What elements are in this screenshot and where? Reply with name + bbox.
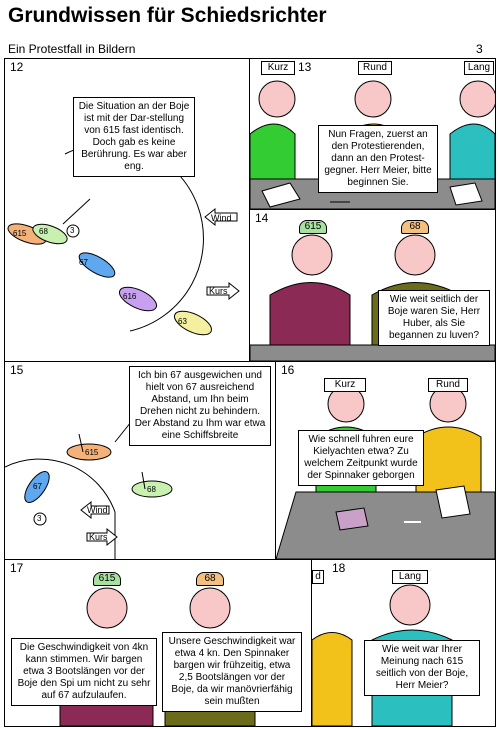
panel-12: 12 615 68 67 616 63 3 Wind Kurs Die Situ… bbox=[4, 58, 250, 362]
speech-bubble-right: Unsere Geschwindigkeit war etwa 4 kn. De… bbox=[162, 632, 302, 712]
mark-buoy bbox=[33, 512, 47, 526]
boat-label: 68 bbox=[147, 485, 156, 494]
speech-bubble: Wie weit seitlich der Boje waren Sie, He… bbox=[378, 290, 490, 346]
course-label: Kurs bbox=[209, 286, 228, 296]
boat-68 bbox=[131, 471, 173, 498]
speech-bubble: Nun Fragen, zuerst an den Protestierende… bbox=[318, 125, 438, 193]
judge-hat-partial: d bbox=[312, 570, 324, 584]
boat-63 bbox=[173, 310, 213, 336]
panel-number: 17 bbox=[10, 561, 24, 575]
boat-circle-arc bbox=[5, 458, 116, 559]
paper bbox=[261, 182, 301, 208]
mark-label: 3 bbox=[70, 226, 75, 235]
judge-hat-kurz: Kurz bbox=[324, 378, 366, 392]
table bbox=[250, 344, 495, 361]
panel-14: 14 615 68 Wie weit seitlich der Boje war… bbox=[249, 209, 496, 362]
sailor-68-face bbox=[189, 587, 231, 629]
boat-615 bbox=[66, 433, 112, 461]
course-label: Kurs bbox=[89, 532, 108, 542]
wind-label: Wind bbox=[211, 213, 232, 223]
boat-label: 63 bbox=[178, 317, 187, 326]
page-subtitle: Ein Protestfall in Bildern bbox=[8, 42, 136, 56]
sailor-615-jacket bbox=[269, 282, 351, 361]
judge-lang-face bbox=[459, 80, 495, 118]
boat-616 bbox=[118, 286, 158, 312]
panel-number: 12 bbox=[10, 60, 24, 74]
panel-18: 18 d Lang Wie weit war Ihrer Meinung nac… bbox=[311, 559, 496, 727]
judge-kurz-face bbox=[258, 80, 296, 118]
sailor-hat-615: 615 bbox=[299, 220, 327, 234]
boat-67 bbox=[24, 471, 50, 503]
judge-rund-face bbox=[354, 80, 392, 118]
boat-label: 615 bbox=[85, 448, 99, 457]
page-number: 3 bbox=[476, 42, 483, 56]
sailor-hat-68: 68 bbox=[401, 220, 429, 234]
boat-label: 67 bbox=[79, 258, 88, 267]
sailor-615-face bbox=[86, 587, 128, 629]
speech-bubble: Wie weit war Ihrer Meinung nach 615 seit… bbox=[364, 640, 480, 696]
judge-hat-kurz: Kurz bbox=[261, 61, 295, 75]
boat-label: 67 bbox=[33, 482, 42, 491]
boat-label: 616 bbox=[123, 292, 137, 301]
sailor-615-face bbox=[291, 234, 333, 276]
speech-bubble: Die Situation an der Boje ist mit der Da… bbox=[73, 97, 195, 177]
panel-number: 13 bbox=[298, 60, 312, 74]
panel-number: 16 bbox=[281, 363, 295, 377]
panel-12-diagram bbox=[7, 143, 240, 336]
bubble-pointer bbox=[62, 198, 91, 225]
panel-number: 14 bbox=[255, 211, 269, 225]
page-title: Grundwissen für Schiedsrichter bbox=[8, 4, 327, 27]
judge-lang-face bbox=[389, 584, 431, 626]
judge-rund-jacket bbox=[312, 632, 353, 726]
panel-13: 13 Kurz Rund Lang Nun Fragen, zuerst an … bbox=[249, 58, 496, 210]
speech-bubble: Ich bin 67 ausgewichen und hielt von 67 … bbox=[129, 366, 271, 446]
speech-bubble: Wie schnell fuhren eure Kielyachten etwa… bbox=[298, 430, 424, 486]
boat-68 bbox=[32, 223, 68, 245]
sailor-hat-68: 68 bbox=[196, 572, 224, 586]
wind-label: Wind bbox=[87, 505, 108, 515]
panel-17: 17 615 68 Die Geschwindigkeit von 4kn ka… bbox=[4, 559, 312, 727]
judge-hat-rund: Rund bbox=[428, 378, 468, 392]
course-arrow bbox=[86, 527, 118, 547]
course-arrow bbox=[206, 281, 240, 301]
judge-hat-lang: Lang bbox=[392, 570, 428, 584]
judge-hat-rund: Rund bbox=[358, 61, 392, 75]
sailor-68-face bbox=[394, 234, 436, 276]
wind-arrow bbox=[80, 500, 110, 520]
paper bbox=[449, 182, 483, 206]
mark-buoy bbox=[66, 224, 80, 238]
panel-15: 15 615 67 68 3 Wind Kurs Ich bin 67 ausg… bbox=[4, 361, 276, 560]
boat-label: 615 bbox=[13, 229, 27, 238]
panel-number: 18 bbox=[332, 561, 346, 575]
paper bbox=[335, 507, 369, 531]
panel-16-scene bbox=[276, 385, 495, 559]
boat-67 bbox=[78, 252, 116, 278]
speech-bubble-left: Die Geschwindigkeit von 4kn kann stimmen… bbox=[11, 638, 157, 706]
judge-hat-lang: Lang bbox=[464, 61, 494, 75]
panel-15-diagram bbox=[5, 416, 173, 559]
mark-label: 3 bbox=[37, 514, 42, 523]
boat-label: 68 bbox=[39, 227, 48, 236]
wind-arrow bbox=[204, 207, 238, 227]
panel-16: 16 Kurz Rund Wie schnell fuhren eure Kie… bbox=[275, 361, 496, 560]
sailor-hat-615: 615 bbox=[93, 572, 121, 586]
panel-number: 15 bbox=[10, 363, 24, 377]
paper bbox=[435, 485, 471, 519]
